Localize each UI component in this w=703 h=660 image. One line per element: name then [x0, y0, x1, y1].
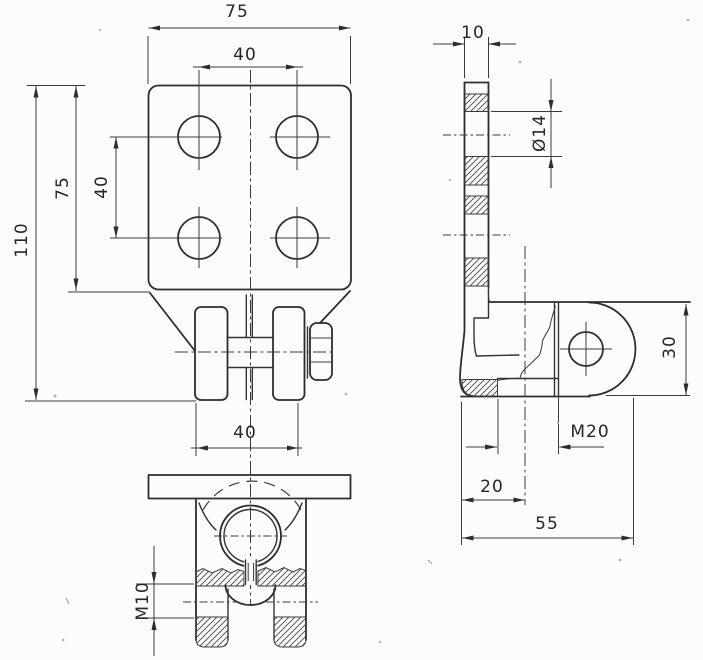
pinch-slot-inner [247, 563, 255, 581]
dim-side-bolt-thread: M20 [570, 422, 609, 442]
flange-outline [147, 474, 352, 500]
bottom-view [147, 474, 352, 648]
dimensions: 75 40 110 75 40 40 M10 10 Ø14 30 M20 20 … [12, 2, 690, 656]
break-line [497, 305, 556, 381]
dim-side-axis-offset: 20 [480, 477, 504, 497]
boss-hole-crosshair [560, 322, 612, 376]
clamp-slot [245, 294, 253, 401]
section-hatch-right [257, 566, 307, 587]
clamp-bolt-shank [226, 336, 274, 369]
clamp-jaw-left [194, 306, 229, 401]
wall-hatch-3 [464, 195, 489, 215]
taper-right [319, 290, 351, 324]
shoulder-fillet-left [198, 502, 217, 531]
shoulder-fillet-right [284, 502, 303, 531]
terminal-plate-outline [147, 84, 352, 291]
hidden-arc [202, 480, 302, 511]
dim-side-base-depth: 55 [535, 514, 559, 534]
wall-hatch-2 [464, 156, 489, 186]
dim-front-overall-height: 110 [12, 222, 32, 257]
dim-front-clamp-width: 40 [233, 423, 257, 443]
busbar-foot-section [461, 379, 498, 397]
dim-front-hole-spacing-horizontal: 40 [233, 45, 257, 65]
boss-left-face [553, 301, 560, 397]
side-view [443, 81, 691, 505]
boss-round-edge [588, 301, 637, 397]
section-hatch-left [195, 567, 245, 587]
leg-thread-section-right [273, 616, 307, 648]
bend-inner-profile [473, 286, 520, 357]
bend-fillet [487, 288, 490, 303]
clamp-jaw-right [272, 306, 306, 401]
pad-left-edge [459, 81, 474, 397]
dim-side-hole-diameter: Ø14 [530, 114, 550, 152]
wall-hatch-1 [464, 93, 489, 112]
dim-front-hole-spacing-vertical: 40 [92, 175, 112, 199]
leg-inner-edges [227, 588, 275, 641]
pinch-slot [244, 559, 257, 586]
hole-centerlines-horizontal [110, 136, 330, 239]
wall-hatch-4 [464, 257, 489, 287]
dim-bottom-thread: M10 [133, 581, 153, 620]
dim-front-plate-height: 75 [53, 176, 73, 200]
bolt-head-facets [310, 337, 331, 363]
dim-front-overall-width: 75 [225, 2, 249, 22]
front-view [110, 70, 352, 604]
dim-side-plate-thickness: 10 [461, 23, 485, 43]
hole-centerlines-vertical [198, 70, 298, 268]
paper-noise [53, 18, 690, 644]
dim-side-boss-height: 30 [660, 335, 680, 359]
leg-thread-section-left [195, 616, 229, 648]
taper-left [149, 292, 196, 352]
